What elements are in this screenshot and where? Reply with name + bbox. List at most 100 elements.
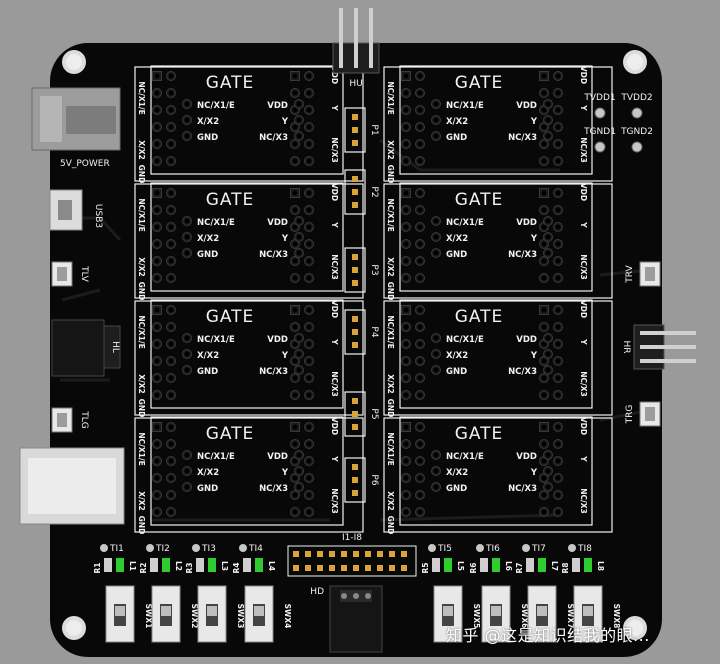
pad-hole: [555, 458, 561, 464]
pad-hole: [541, 207, 547, 213]
resistor-label: R2: [139, 563, 148, 574]
side-label: GND: [137, 282, 146, 301]
via-pad: [152, 239, 162, 249]
pad-hole: [541, 324, 547, 330]
side-label: Y: [579, 104, 588, 111]
pad-hole: [403, 375, 409, 381]
pad-hole: [417, 124, 423, 130]
indicator-label: TI3: [201, 544, 216, 554]
mounting-hole-inner: [627, 620, 643, 636]
gate-pin-label: Y: [281, 468, 289, 478]
via-pad: [304, 105, 314, 115]
side-label: NC/X3: [579, 137, 588, 163]
pad-hole: [306, 458, 312, 464]
via-pad: [543, 232, 553, 242]
header-pin: [401, 565, 407, 571]
via-pad: [166, 507, 176, 517]
side-label: VDD: [330, 417, 339, 435]
via-pad: [182, 333, 192, 343]
gate-title: GATE: [206, 190, 255, 210]
via-pad: [431, 131, 441, 141]
test-point-tvdd1: TVDD1: [583, 93, 616, 119]
side-label: NC/X3: [330, 488, 339, 514]
via-pad: [401, 122, 411, 132]
indicator-label: TI6: [485, 544, 500, 554]
pad-hole: [168, 224, 174, 230]
via-pad: [401, 305, 411, 315]
led-label: L8: [596, 561, 605, 571]
via-pad: [401, 490, 411, 500]
pad-hole: [306, 275, 312, 281]
via-pad: [543, 466, 553, 476]
via-pad: [539, 490, 549, 500]
pad-hole: [545, 335, 551, 341]
side-label: VDD: [330, 66, 339, 84]
jumper-label: P6: [369, 474, 379, 485]
pad-hole: [433, 367, 439, 373]
pad-hole: [184, 468, 190, 474]
pad-hole: [184, 133, 190, 139]
pad-hole: [541, 341, 547, 347]
side-label: X/X2: [137, 140, 146, 160]
pad-hole: [433, 133, 439, 139]
gate-module: GATENC/X1/EX/X2GNDVDDYNC/X3NC/X1/EX/X2GN…: [383, 299, 613, 417]
pad-hole: [433, 351, 439, 357]
via-pad: [152, 322, 162, 332]
via-pad: [304, 305, 314, 315]
via-pad: [304, 490, 314, 500]
pad-hole: [184, 351, 190, 357]
via-pad: [539, 473, 549, 483]
jumper-pin: [352, 254, 358, 260]
button-label: TRV: [625, 264, 635, 283]
pad-hole: [541, 107, 547, 113]
pad-hole: [292, 341, 298, 347]
pad-hole: [168, 509, 174, 515]
via-pad: [543, 450, 553, 460]
resistor-label: R1: [93, 563, 102, 574]
pad-hole: [417, 107, 423, 113]
via-pad: [294, 333, 304, 343]
gate-title: GATE: [206, 307, 255, 327]
pad-hole: [555, 258, 561, 264]
via-pad: [182, 232, 192, 242]
led: [538, 558, 546, 572]
side-label: VDD: [579, 300, 588, 318]
via-pad: [401, 188, 411, 198]
via-pad: [152, 356, 162, 366]
pad-hole: [417, 141, 423, 147]
via-pad: [166, 456, 176, 466]
jumper-frame: [344, 169, 366, 215]
resistor: [572, 558, 580, 572]
header-pin: [369, 8, 373, 68]
gate-pin-label: GND: [197, 133, 218, 143]
pad-hole: [433, 234, 439, 240]
pad-hole: [292, 141, 298, 147]
via-pad: [166, 322, 176, 332]
gate-pin-label: X/X2: [197, 468, 219, 478]
pad-hole: [184, 117, 190, 123]
header-hr: HR: [621, 324, 696, 370]
pad-hole: [555, 107, 561, 113]
led-label: L7: [550, 561, 559, 571]
via-pad: [553, 422, 563, 432]
via-pad: [431, 482, 441, 492]
via-pad: [431, 99, 441, 109]
side-label: VDD: [579, 66, 588, 84]
indicator-test-pad: [239, 544, 247, 552]
side-label: Y: [330, 221, 339, 228]
gate-pin-label: NC/X3: [508, 133, 537, 143]
side-label: X/X2: [386, 374, 395, 394]
pad-hole: [306, 358, 312, 364]
pad-hole: [296, 218, 302, 224]
via-pad: [290, 322, 300, 332]
pad-hole: [154, 392, 160, 398]
gate-module: GATENC/X1/EX/X2GNDVDDYNC/X3NC/X1/EX/X2GN…: [134, 299, 364, 417]
via-pad: [543, 365, 553, 375]
pad-hole: [306, 190, 312, 196]
via-pad: [401, 71, 411, 81]
pad-hole: [541, 124, 547, 130]
jumper-pin: [352, 189, 358, 195]
via-pad: [539, 390, 549, 400]
via-pad: [290, 256, 300, 266]
